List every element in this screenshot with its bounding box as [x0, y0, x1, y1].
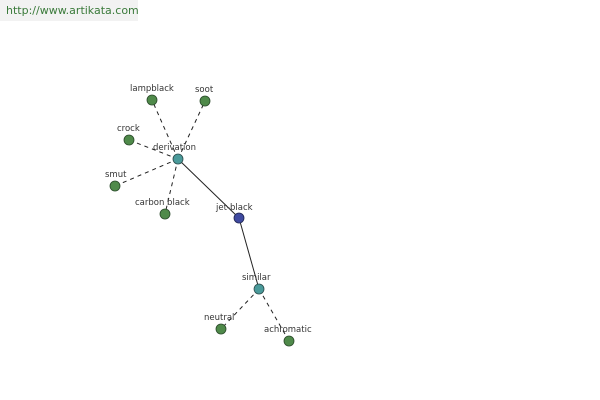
edge-derivation-soot [177, 100, 206, 160]
node-crock-label: crock [117, 124, 140, 134]
node-soot-dot[interactable] [199, 95, 211, 107]
source-url-link[interactable]: http://www.artikata.com [6, 4, 139, 17]
node-jet-black[interactable]: jet-black [215, 203, 253, 224]
node-achromatic-dot[interactable] [283, 335, 295, 347]
edge-jet-black-similar [238, 217, 260, 290]
edge-derivation-crock [128, 139, 179, 160]
node-achromatic-label: achromatic [264, 325, 312, 335]
node-lampblack-label: lampblack [130, 84, 174, 94]
node-crock-dot[interactable] [123, 134, 135, 146]
node-carbon-black[interactable]: carbon black [135, 198, 190, 220]
node-neutral-dot[interactable] [215, 323, 227, 335]
node-derivation-dot[interactable] [172, 153, 184, 165]
edge-derivation-lampblack [151, 99, 179, 160]
node-soot[interactable]: soot [195, 85, 214, 107]
node-soot-label: soot [195, 85, 214, 95]
source-banner: http://www.artikata.com [0, 0, 139, 21]
graph-edges [114, 99, 290, 342]
node-lampblack-dot[interactable] [146, 94, 158, 106]
node-jet-black-dot[interactable] [233, 212, 245, 224]
edge-similar-achromatic [258, 288, 290, 342]
node-similar-label: similar [242, 273, 271, 283]
node-crock[interactable]: crock [117, 124, 140, 146]
node-carbon-black-label: carbon black [135, 198, 190, 208]
node-achromatic[interactable]: achromatic [264, 325, 312, 347]
node-smut-dot[interactable] [109, 180, 121, 192]
node-similar-dot[interactable] [253, 283, 265, 295]
node-neutral[interactable]: neutral [204, 313, 234, 335]
node-derivation-label: derivation [153, 143, 196, 153]
node-smut[interactable]: smut [105, 170, 127, 192]
edge-derivation-carbon-black [164, 158, 179, 215]
node-jet-black-label: jet-black [215, 203, 253, 213]
node-neutral-label: neutral [204, 313, 234, 323]
node-smut-label: smut [105, 170, 127, 180]
edge-similar-neutral [220, 288, 260, 330]
node-carbon-black-dot[interactable] [159, 208, 171, 220]
graph-nodes: lampblack soot crock smut carbon black d… [105, 84, 312, 347]
edge-derivation-smut [114, 158, 179, 187]
node-similar[interactable]: similar [242, 273, 271, 295]
node-derivation[interactable]: derivation [153, 143, 196, 165]
node-lampblack[interactable]: lampblack [130, 84, 174, 106]
edge-derivation-jet-black [177, 158, 240, 219]
